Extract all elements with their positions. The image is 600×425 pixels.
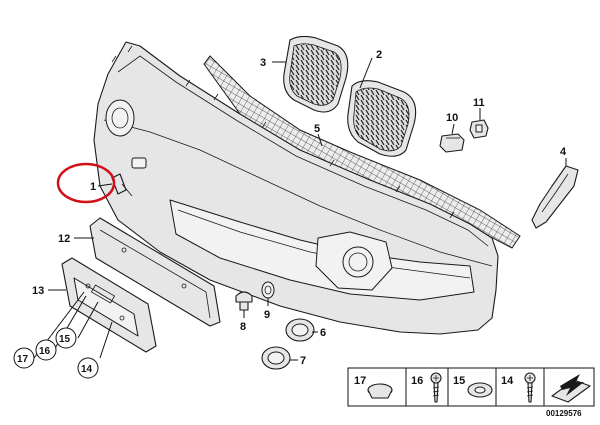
- svg-text:17: 17: [354, 375, 366, 387]
- label-part-10: 10: [446, 112, 458, 124]
- callout-15: 15: [55, 327, 77, 349]
- legend-item-15: 15: [453, 375, 493, 398]
- part-3-left-kidney-grille: [283, 35, 349, 113]
- highlight-circle: [56, 162, 116, 204]
- svg-text:15: 15: [453, 375, 465, 387]
- label-part-11: 11: [473, 97, 485, 109]
- legend-item-14: 14: [501, 372, 536, 403]
- callout-16: 16: [35, 339, 57, 361]
- label-part-1: 1: [90, 181, 96, 193]
- part-2-right-kidney-grille: [347, 80, 417, 157]
- part-13-license-plate-bracket: [61, 257, 157, 353]
- legend-reference-icon: [551, 374, 591, 403]
- label-part-8: 8: [240, 321, 246, 333]
- part-7-fog-ring: [261, 346, 291, 370]
- hardware-legend: 17 16 15 14 00129576: [347, 367, 595, 418]
- label-part-9: 9: [264, 309, 270, 321]
- part-11-cap: [469, 119, 489, 139]
- part-4-side-trim: [531, 165, 579, 229]
- part-6-fog-ring: [285, 318, 315, 342]
- circled-callouts: 15 16 17 14: [13, 327, 99, 379]
- legend-item-17: 17: [354, 375, 393, 399]
- svg-text:14: 14: [81, 364, 93, 375]
- label-part-4: 4: [560, 146, 567, 158]
- part-1-clip: [111, 173, 133, 197]
- part-10-tow-hook-cover: [439, 133, 465, 153]
- bumper-cover: [93, 41, 499, 335]
- part-8-push-rivet: [235, 291, 253, 311]
- label-part-12: 12: [58, 233, 70, 245]
- callout-17: 17: [13, 347, 35, 369]
- svg-text:16: 16: [411, 375, 423, 387]
- svg-text:17: 17: [17, 354, 29, 365]
- label-part-13: 13: [32, 285, 44, 297]
- document-number: 00129576: [546, 409, 582, 418]
- label-part-2: 2: [376, 49, 382, 61]
- part-12-license-plate-base: [89, 217, 221, 327]
- svg-text:14: 14: [501, 375, 514, 387]
- svg-text:15: 15: [59, 334, 71, 345]
- callout-14: 14: [77, 357, 99, 379]
- label-part-5: 5: [314, 123, 320, 135]
- label-part-3: 3: [260, 57, 266, 69]
- svg-text:16: 16: [39, 346, 51, 357]
- part-labels: 1 2 3 4 5 6 7 8 9 10 11 12 13: [32, 49, 567, 367]
- label-part-6: 6: [320, 327, 326, 339]
- part-9-grommet: [261, 281, 275, 299]
- label-part-7: 7: [300, 355, 306, 367]
- legend-item-16: 16: [411, 372, 442, 403]
